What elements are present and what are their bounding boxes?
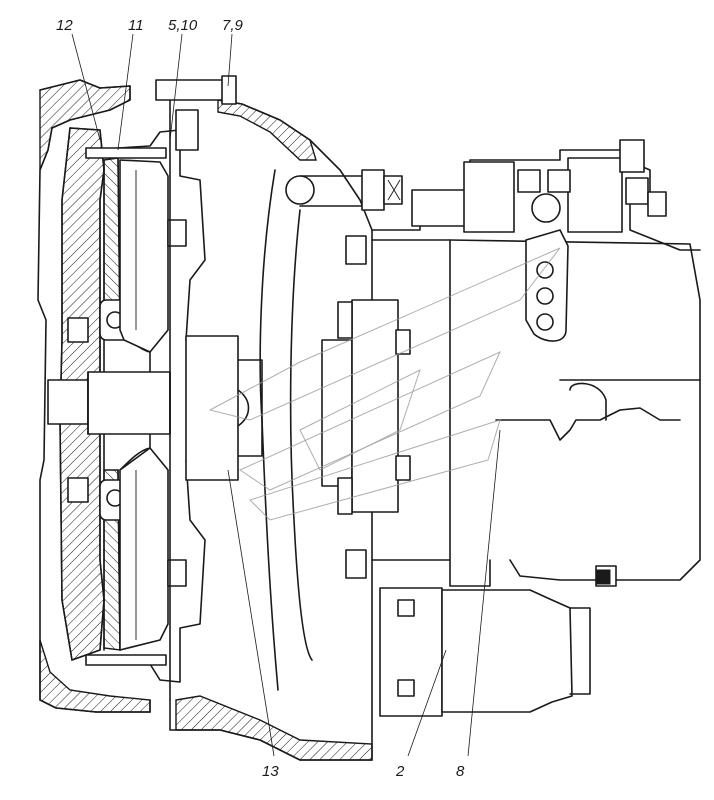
callout-2: 2 xyxy=(395,763,405,780)
shift-mechanism xyxy=(411,139,667,342)
callout-11: 11 xyxy=(128,17,144,34)
release-bearing xyxy=(185,335,263,481)
bearing-retainer xyxy=(321,235,411,579)
callout-7-9: 7,9 xyxy=(222,17,244,34)
bell-housing xyxy=(155,75,373,761)
input-shaft xyxy=(47,371,171,435)
starter-motor xyxy=(379,569,611,717)
callout-12: 12 xyxy=(56,17,73,34)
clutch-cover xyxy=(85,129,206,683)
callout-8: 8 xyxy=(456,763,465,780)
callout-13: 13 xyxy=(262,763,279,780)
leader-lines xyxy=(71,33,501,757)
pressure-plate xyxy=(119,159,169,651)
watermark-logo xyxy=(208,247,561,521)
callout-5-10: 5,10 xyxy=(168,17,198,34)
flywheel-housing xyxy=(37,79,151,713)
